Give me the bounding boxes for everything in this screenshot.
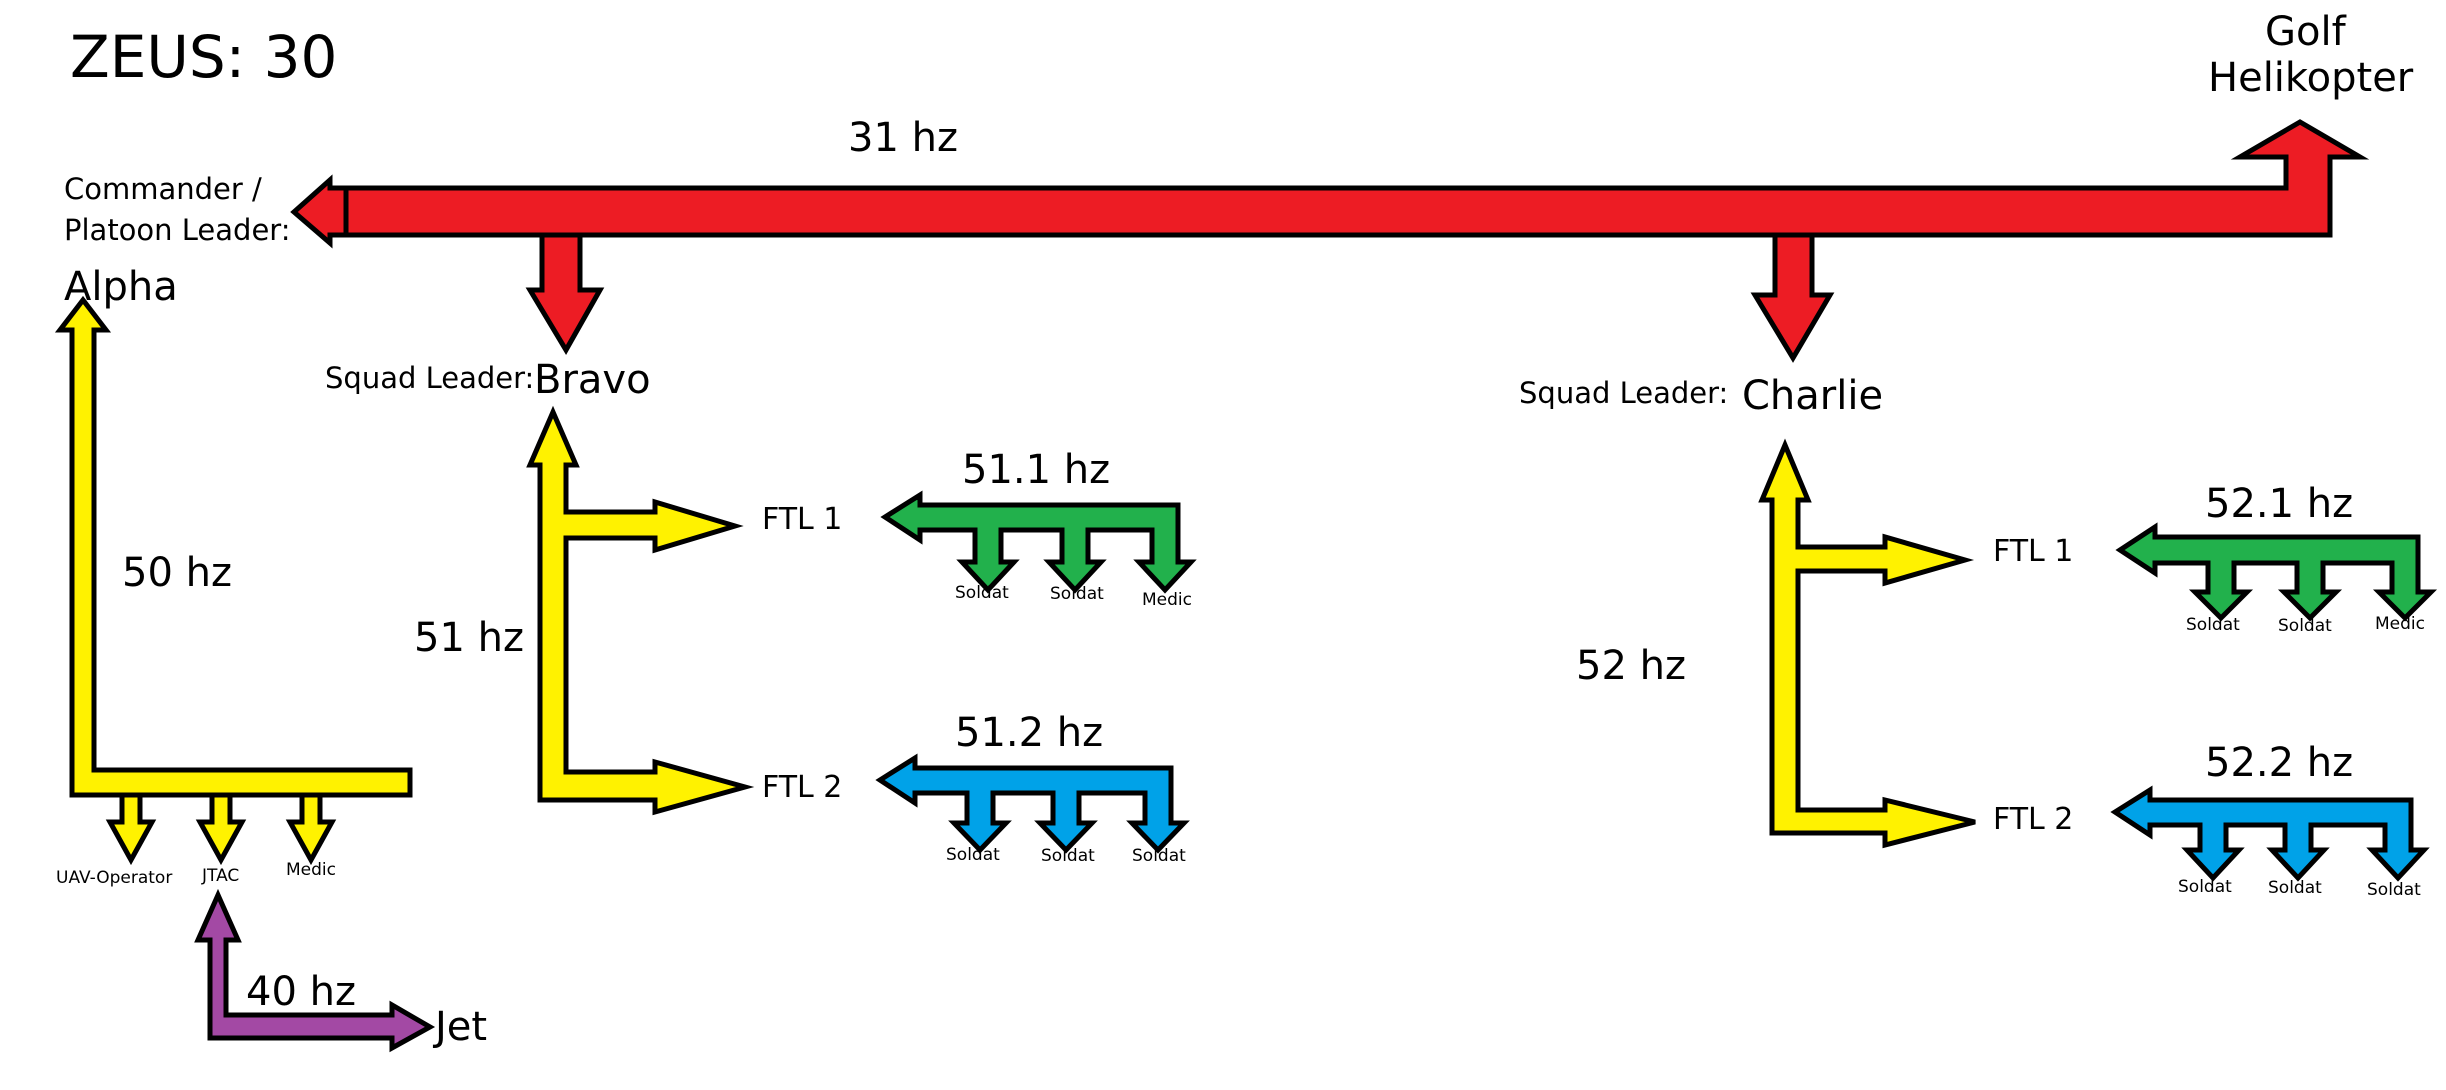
bravo-ftl2-member-2: Soldat <box>1041 846 1095 866</box>
charlie-ftl2-frequency: 52.2 hz <box>2205 740 2354 786</box>
bravo-ftl1-frequency: 51.1 hz <box>962 447 1111 493</box>
alpha-role-uav-operator: UAV-Operator <box>56 868 173 888</box>
alpha-name: Alpha <box>64 264 178 310</box>
bravo-ftl2-net-arrow <box>875 753 1190 854</box>
charlie-frequency: 52 hz <box>1576 643 1686 689</box>
commander-label-line1: Commander / <box>64 172 262 206</box>
command-arrow-left-head <box>290 174 349 249</box>
charlie-name: Charlie <box>1742 373 1884 419</box>
bravo-leader-label: Squad Leader: <box>325 361 535 395</box>
bravo-ftl1-member-2: Soldat <box>1050 584 1104 604</box>
alpha-arrow-uav <box>105 792 157 866</box>
charlie-ftl1-frequency: 52.1 hz <box>2205 481 2354 527</box>
charlie-ftl2-member-3: Soldat <box>2367 880 2421 900</box>
charlie-ftl2-label: FTL 2 <box>1993 802 2074 837</box>
charlie-leader-label: Squad Leader: <box>1519 376 1729 410</box>
jtac-frequency: 40 hz <box>246 969 356 1015</box>
golf-label-line1: Golf <box>2265 9 2346 55</box>
command-net-frequency: 31 hz <box>848 115 958 161</box>
command-arrow-to-charlie <box>1750 232 1835 363</box>
bravo-ftl2-frequency: 51.2 hz <box>955 710 1104 756</box>
bravo-ftl2-label: FTL 2 <box>762 770 843 805</box>
commander-label-line2: Platoon Leader: <box>64 213 291 247</box>
alpha-role-medic: Medic <box>286 860 336 880</box>
alpha-net-arrow <box>54 295 413 798</box>
charlie-ftl2-member-2: Soldat <box>2268 878 2322 898</box>
charlie-net-arrow <box>1758 438 1976 849</box>
bravo-ftl1-label: FTL 1 <box>762 502 843 537</box>
alpha-arrow-medic <box>285 792 337 866</box>
golf-label-line2: Helikopter <box>2208 55 2414 101</box>
alpha-role-jtac: JTAC <box>202 866 240 886</box>
charlie-ftl1-net-arrow <box>2115 522 2438 622</box>
jet-label: Jet <box>435 1004 488 1050</box>
charlie-ftl1-member-1: Soldat <box>2186 615 2240 635</box>
charlie-ftl2-net-arrow <box>2110 785 2430 882</box>
bravo-ftl1-member-3: Medic <box>1142 590 1192 610</box>
charlie-ftl2-member-1: Soldat <box>2178 877 2232 897</box>
charlie-ftl1-label: FTL 1 <box>1993 534 2074 569</box>
bravo-net-arrow <box>526 405 755 816</box>
charlie-ftl1-member-2: Soldat <box>2278 616 2332 636</box>
zeus-label: ZEUS: 30 <box>70 23 338 91</box>
command-net-bar <box>343 119 2370 238</box>
bravo-name: Bravo <box>534 357 651 403</box>
charlie-ftl1-member-3: Medic <box>2375 614 2425 634</box>
bravo-ftl2-member-3: Soldat <box>1132 846 1186 866</box>
jtac-to-jet-arrow <box>194 888 436 1053</box>
command-arrow-to-bravo <box>525 232 605 355</box>
bravo-ftl1-member-1: Soldat <box>955 583 1009 603</box>
alpha-arrow-jtac <box>195 792 247 866</box>
bravo-ftl2-member-1: Soldat <box>946 845 1000 865</box>
bravo-frequency: 51 hz <box>414 615 524 661</box>
bravo-ftl1-net-arrow <box>880 490 1197 594</box>
alpha-frequency: 50 hz <box>122 550 232 596</box>
